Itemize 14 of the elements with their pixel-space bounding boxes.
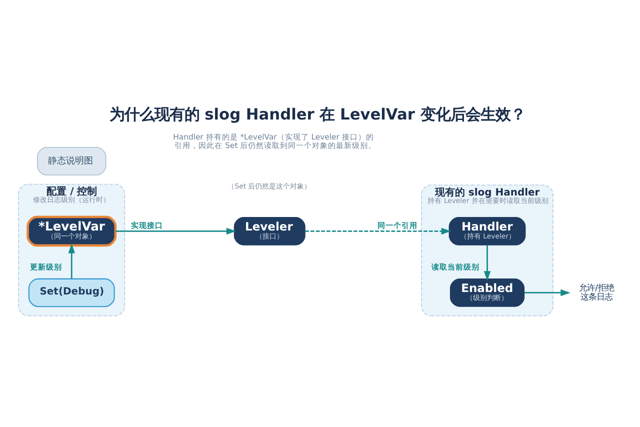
edge-label: 更新级别 [30, 262, 62, 272]
arrow [524, 289, 570, 296]
node-box: 静态说明图 [37, 146, 106, 176]
edge-label: 实现接口 [130, 221, 163, 230]
node-text: 允许/拒绝这条日志 [579, 282, 614, 302]
node-box: Set(Debug) [28, 278, 115, 308]
label: Handler 持有的是 *LevelVar（实现了 Leveler 接口）的引用，因此在 Set 后仍然读取到同一个对象的最新级别。 [173, 132, 376, 150]
arrow [68, 244, 76, 279]
arrow [484, 245, 491, 281]
edge-label: 读取当前级别 [432, 262, 480, 272]
diagram-title: 为什么现有的 slog Handler 在 LevelVar 变化后会生效？ [109, 106, 526, 124]
arrow [116, 228, 236, 235]
arrow [305, 228, 452, 235]
edge-label: 同一个引用 [378, 221, 418, 230]
